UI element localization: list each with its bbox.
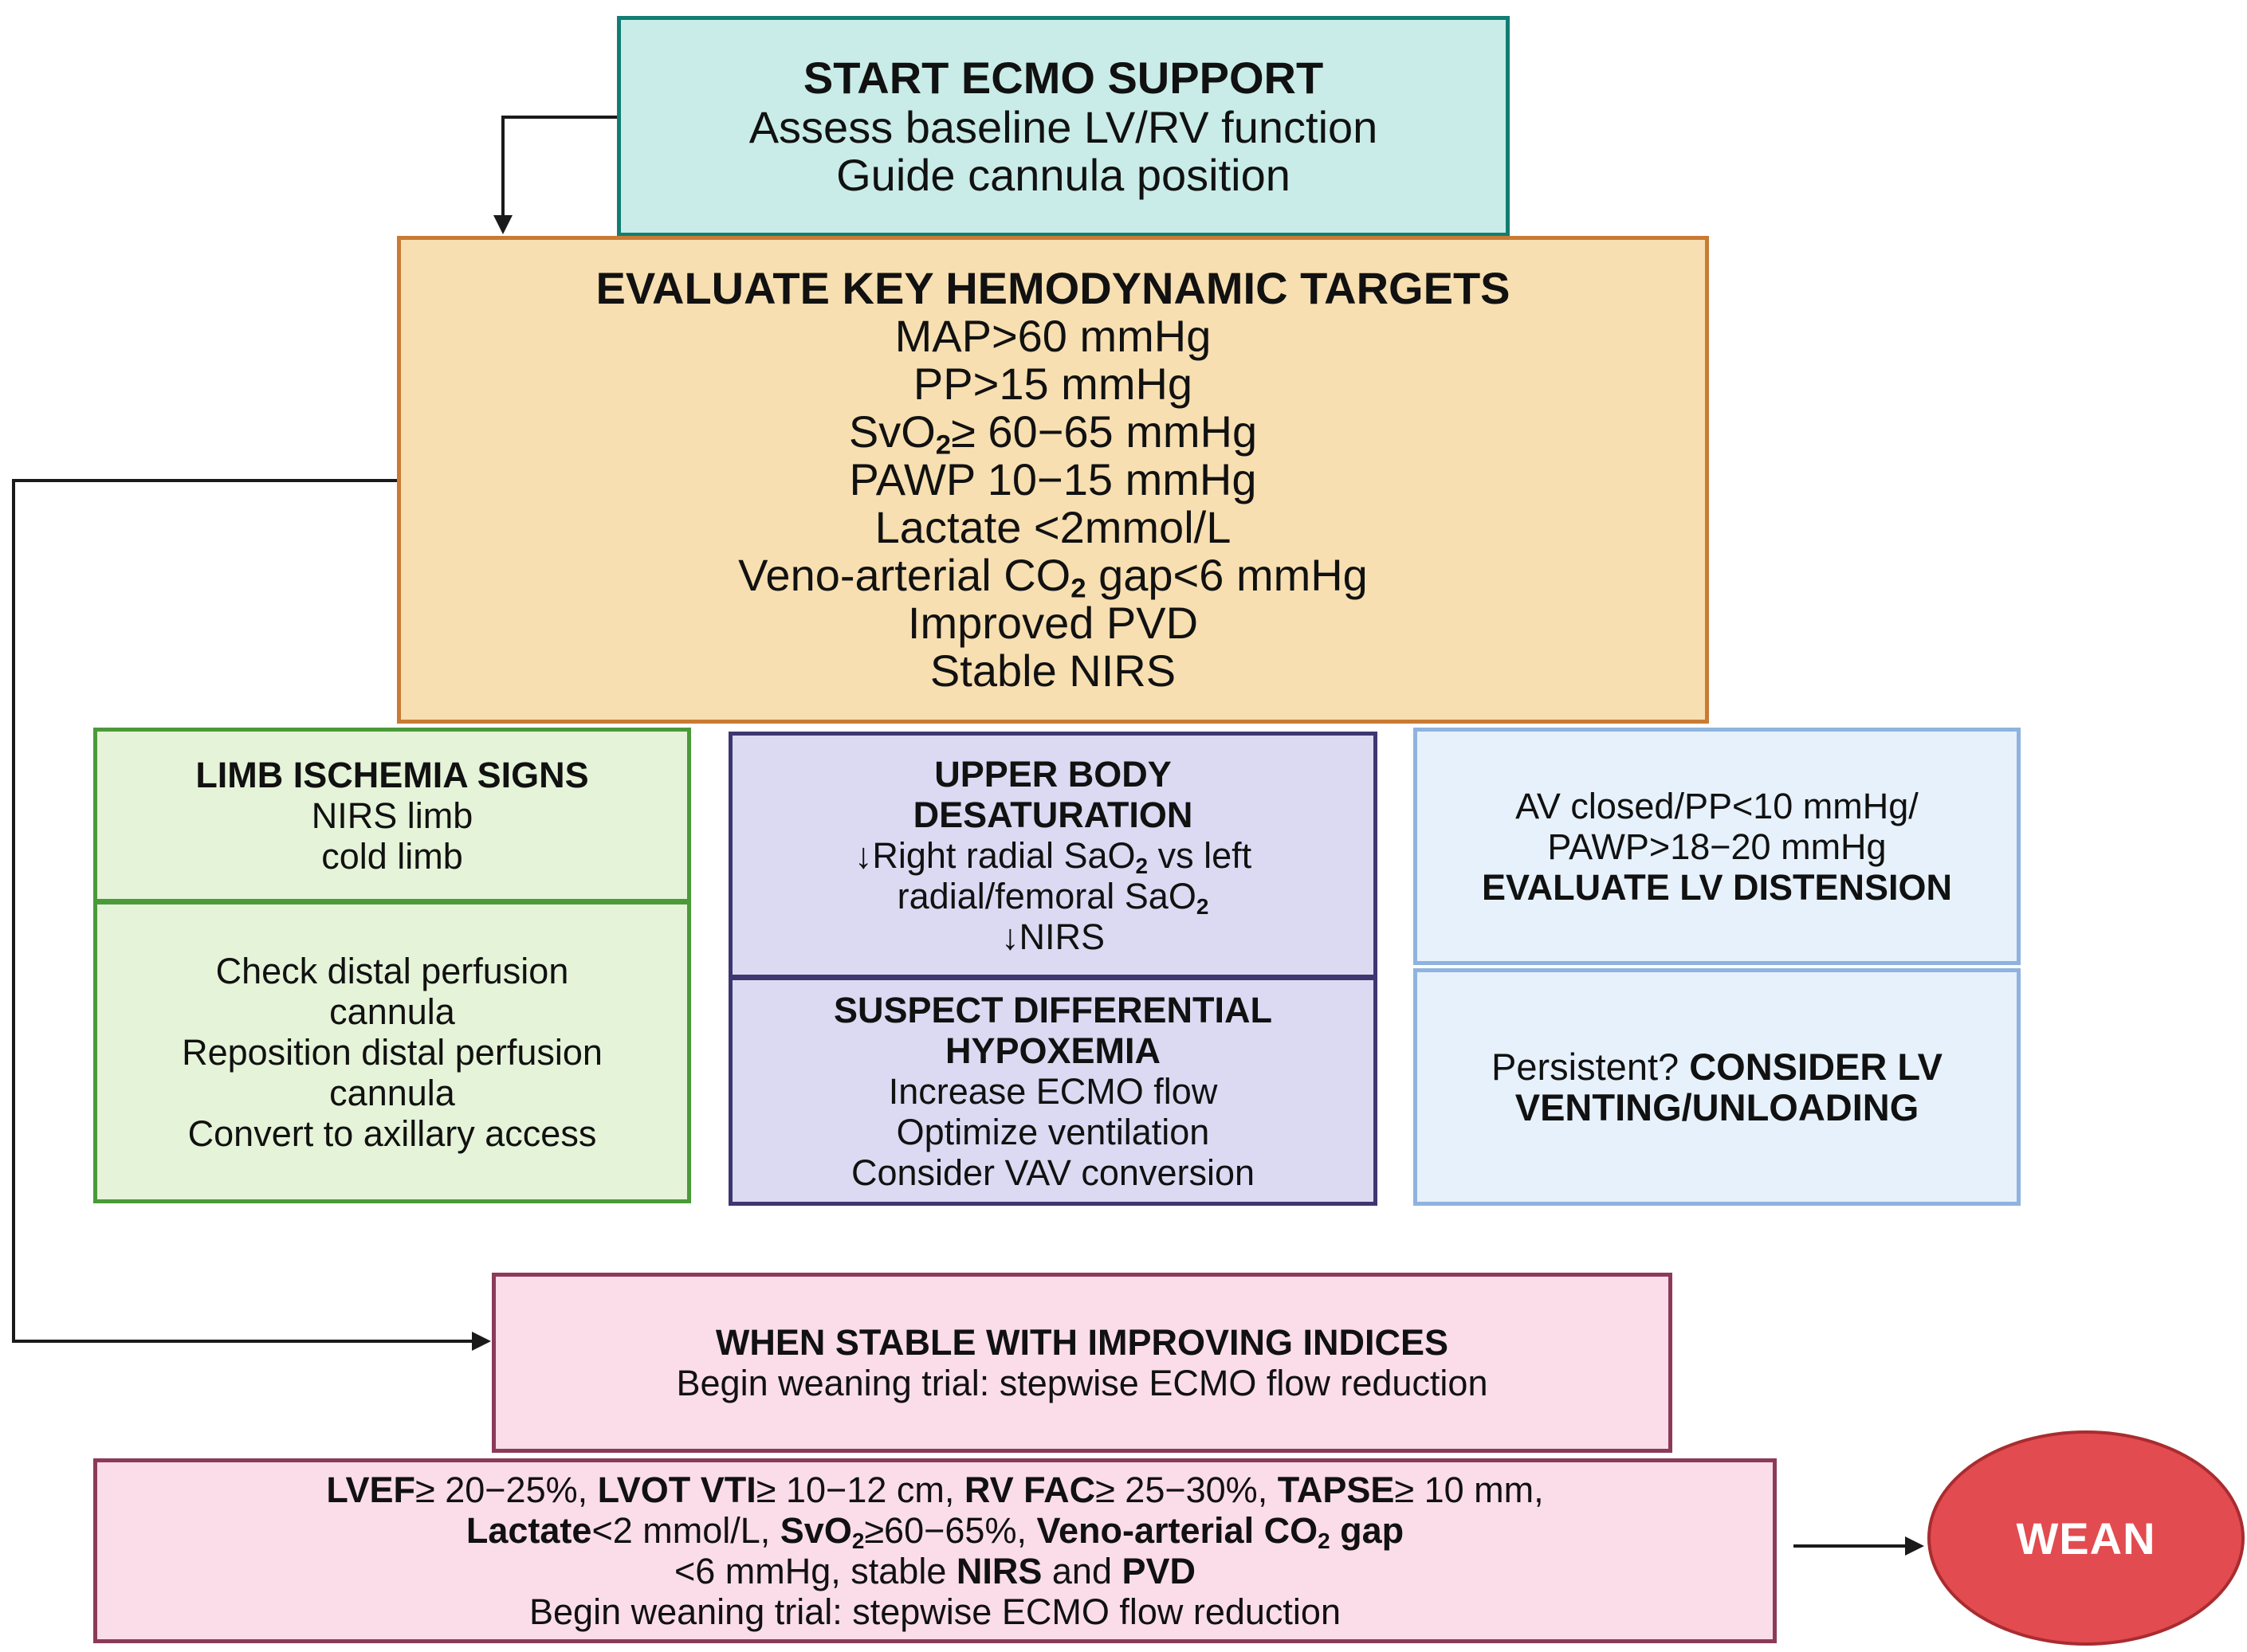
lv-persist-line-1: Persistent? CONSIDER LV: [1491, 1046, 1943, 1088]
upper-sign-2: radial/femoral SaO2: [897, 875, 1209, 919]
upper-action-2: Optimize ventilation: [896, 1111, 1210, 1152]
limb-sign-1: NIRS limb: [311, 795, 473, 836]
connector-start-to-evaluate: [501, 116, 617, 215]
limb-action-3: Convert to axillary access: [187, 1112, 597, 1154]
lv-title: EVALUATE LV DISTENSION: [1481, 866, 1953, 908]
upper-action-title-1: SUSPECT DIFFERENTIAL: [833, 989, 1273, 1030]
target-nirs: Stable NIRS: [929, 645, 1177, 696]
target-lactate: Lactate <2mmol/L: [874, 502, 1232, 552]
limb-action-2b: cannula: [329, 1072, 455, 1113]
evaluate-targets-box: EVALUATE KEY HEMODYNAMIC TARGETS MAP>60 …: [397, 236, 1709, 724]
limb-actions-box: Check distal perfusion cannula Repositio…: [93, 901, 691, 1203]
criteria-line-3: <6 mmHg, stable NIRS and PVD: [674, 1551, 1196, 1591]
arrowhead-criteria-to-wean: [1905, 1536, 1924, 1556]
when-stable-box: WHEN STABLE WITH IMPROVING INDICES Begin…: [492, 1273, 1672, 1453]
connector-evaluate-to-stable: [12, 479, 472, 1343]
lv-venting-box: Persistent? CONSIDER LV VENTING/UNLOADIN…: [1413, 968, 2021, 1206]
stable-title: WHEN STABLE WITH IMPROVING INDICES: [715, 1322, 1449, 1363]
start-line-2: Guide cannula position: [836, 149, 1290, 200]
weaning-criteria-box: LVEF≥ 20−25%, LVOT VTI≥ 10−12 cm, RV FAC…: [93, 1458, 1777, 1643]
criteria-line-1: LVEF≥ 20−25%, LVOT VTI≥ 10−12 cm, RV FAC…: [326, 1470, 1544, 1510]
upper-action-1: Increase ECMO flow: [888, 1070, 1218, 1112]
upper-action-3: Consider VAV conversion: [850, 1152, 1255, 1193]
target-pp: PP>15 mmHg: [913, 359, 1193, 409]
evaluate-title: EVALUATE KEY HEMODYNAMIC TARGETS: [595, 263, 1510, 313]
limb-action-2a: Reposition distal perfusion: [182, 1031, 603, 1073]
lv-sign-1: AV closed/PP<10 mmHg/: [1515, 785, 1919, 826]
wean-node: WEAN: [1927, 1430, 2245, 1646]
limb-title: LIMB ISCHEMIA SIGNS: [195, 754, 589, 795]
lv-distension-box: AV closed/PP<10 mmHg/ PAWP>18−20 mmHg EV…: [1413, 728, 2021, 965]
stable-line: Begin weaning trial: stepwise ECMO flow …: [676, 1363, 1488, 1403]
start-ecmo-box: START ECMO SUPPORT Assess baseline LV/RV…: [617, 16, 1510, 237]
start-line-1: Assess baseline LV/RV function: [748, 101, 1378, 152]
wean-label: WEAN: [2016, 1513, 2156, 1564]
start-title: START ECMO SUPPORT: [803, 52, 1324, 103]
target-map: MAP>60 mmHg: [894, 311, 1212, 361]
criteria-line-4: Begin weaning trial: stepwise ECMO flow …: [529, 1591, 1341, 1632]
upper-action-title-2: HYPOXEMIA: [945, 1030, 1161, 1071]
upper-body-desaturation-box: UPPER BODY DESATURATION ↓Right radial Sa…: [729, 732, 1377, 979]
target-co2-gap: Veno-arterial CO2 gap<6 mmHg: [738, 550, 1368, 604]
limb-sign-2: cold limb: [321, 835, 463, 877]
upper-sign-1: ↓Right radial SaO2 vs left: [854, 834, 1252, 878]
criteria-line-2: Lactate<2 mmol/L, SvO2≥60−65%, Veno-arte…: [466, 1510, 1404, 1553]
limb-ischemia-signs-box: LIMB ISCHEMIA SIGNS NIRS limb cold limb: [93, 728, 691, 903]
target-pawp: PAWP 10−15 mmHg: [849, 454, 1257, 504]
lv-sign-2: PAWP>18−20 mmHg: [1547, 826, 1887, 867]
limb-action-1a: Check distal perfusion: [215, 950, 569, 991]
target-pvd: Improved PVD: [907, 598, 1199, 648]
upper-sign-3: ↓NIRS: [1000, 916, 1105, 957]
upper-title-2: DESATURATION: [913, 794, 1193, 835]
limb-action-1b: cannula: [329, 991, 455, 1032]
differential-hypoxemia-box: SUSPECT DIFFERENTIAL HYPOXEMIA Increase …: [729, 976, 1377, 1206]
target-svo2: SvO2≥ 60−65 mmHg: [848, 406, 1258, 461]
lv-persist-line-2: VENTING/UNLOADING: [1514, 1086, 1919, 1128]
arrowhead-evaluate-to-stable: [472, 1332, 491, 1351]
upper-title-1: UPPER BODY: [934, 753, 1172, 795]
arrowhead-start-to-evaluate: [493, 215, 513, 234]
